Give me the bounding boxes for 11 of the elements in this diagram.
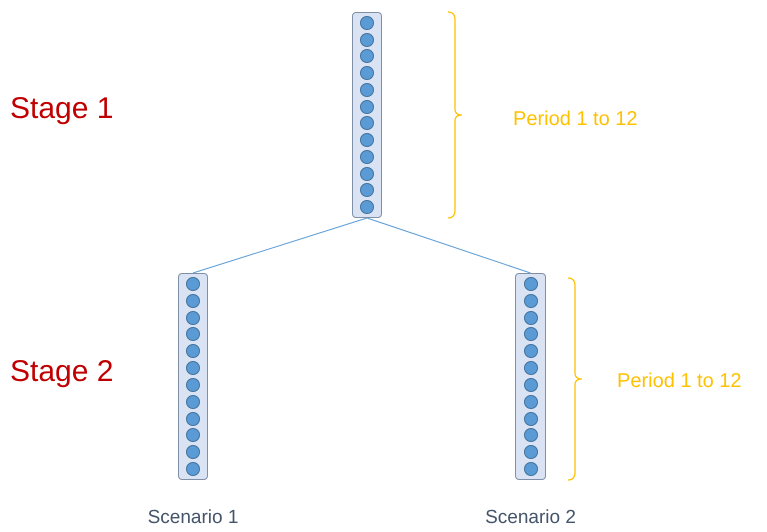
connector-line (192, 218, 368, 274)
stage-label: Stage 1 (10, 92, 114, 126)
period-label: Period 1 to 12 (617, 370, 742, 393)
dot-column (352, 12, 382, 218)
scenario-caption: Scenario 2 (485, 507, 576, 529)
scenario-caption: Scenario 1 (148, 507, 238, 529)
dot-column (178, 273, 208, 480)
period-label: Period 1 to 12 (513, 108, 638, 131)
dot-column (515, 273, 546, 480)
stage-label: Stage 2 (10, 355, 114, 389)
connector-line (366, 218, 531, 274)
